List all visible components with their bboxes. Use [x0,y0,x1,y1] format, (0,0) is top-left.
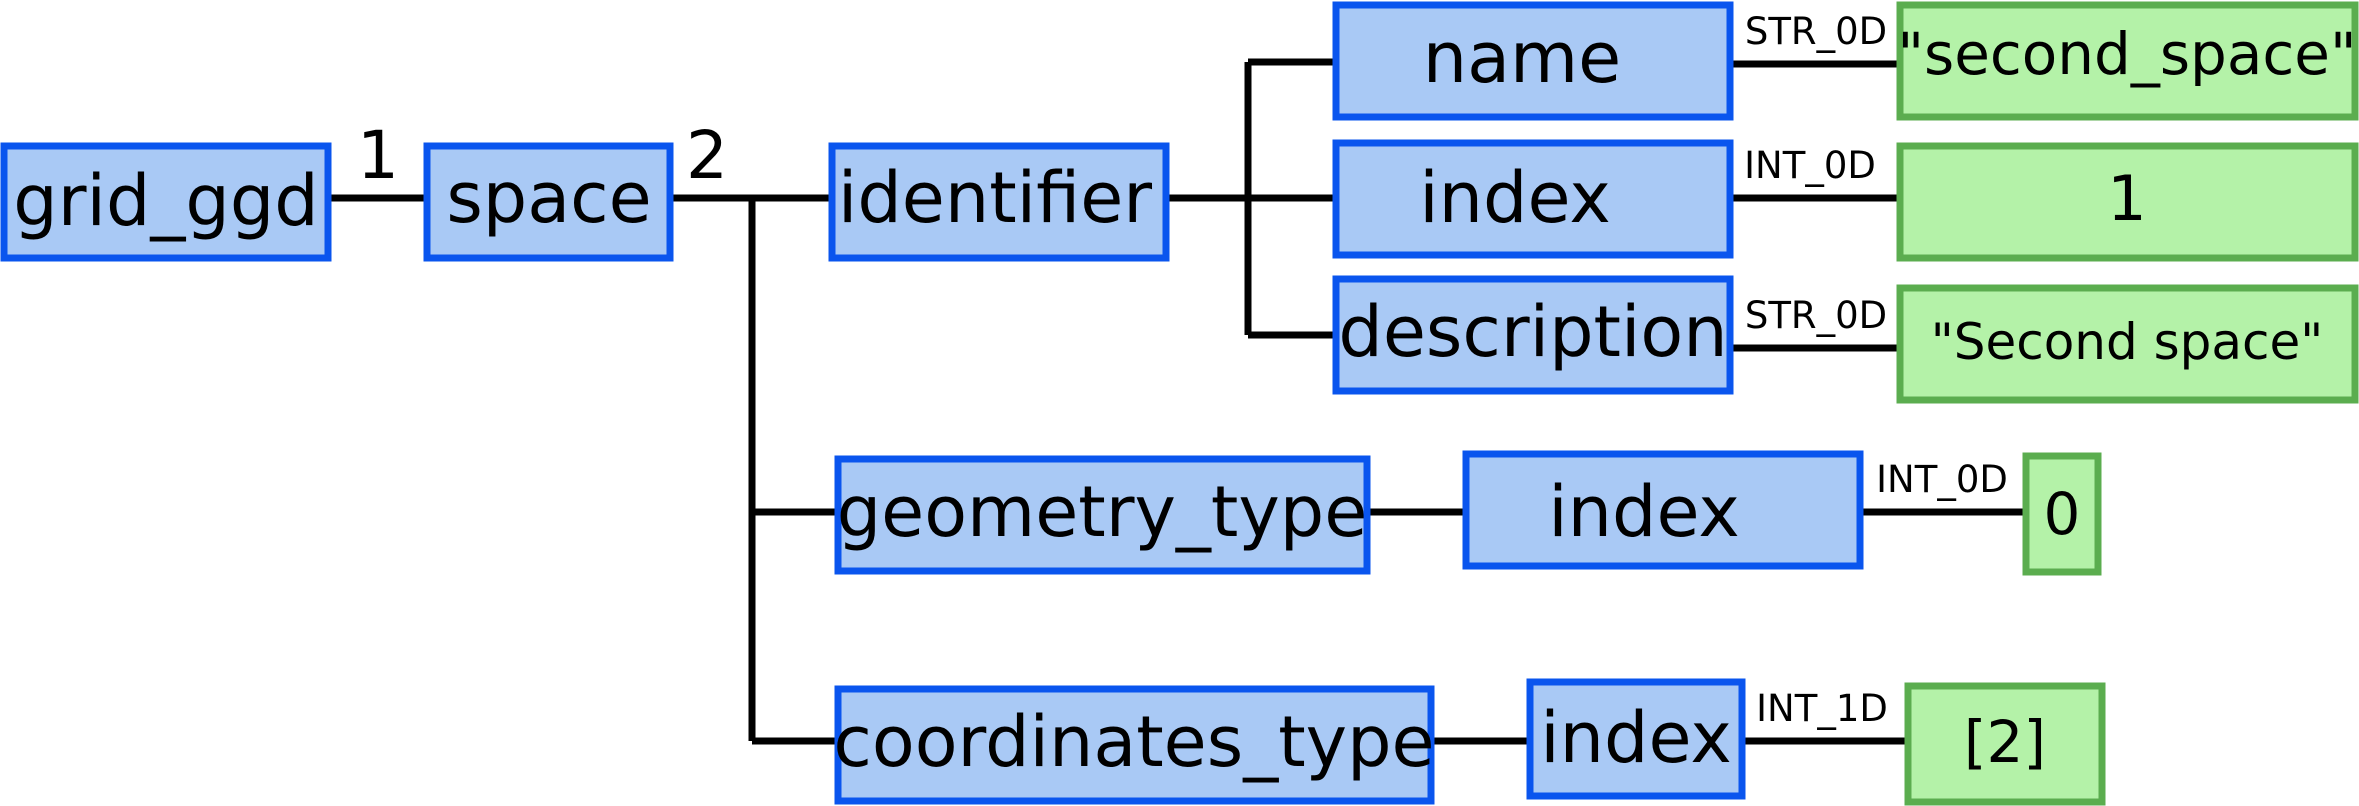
value-name: "second_space" [1896,1,2359,121]
value-coordinates-type-index: [2] [1904,682,2106,806]
value-identifier-index: 1 [1896,142,2359,262]
node-identifier: identifier [828,142,1170,262]
geometry-type-index-type-label: INT_0D [1876,458,2008,501]
node-grid-ggd-label: grid_ggd [13,160,318,242]
node-coordinates-type-index: index [1526,678,1746,800]
node-geometry-type-label: geometry_type [837,471,1368,553]
node-description: description [1332,275,1734,395]
name-type-label: STR_0D [1745,10,1887,53]
edge-labels: 1 2 STR_0D INT_0D STR_0D INT_0D INT_1D [357,10,2008,730]
space-children-cardinality-label: 2 [686,117,728,194]
node-geometry-type: geometry_type [834,455,1371,575]
node-geometry-type-index-label: index [1548,471,1740,553]
value-description-text: "Second space" [1931,313,2324,371]
grid-ggd-space-cardinality-label: 1 [357,117,399,194]
coordinates-type-index-type-label: INT_1D [1756,687,1888,730]
node-space: space [423,142,674,262]
value-coordinates-type-index-text: [2] [1964,708,2046,776]
node-grid-ggd: grid_ggd [0,142,332,262]
value-description: "Second space" [1896,284,2359,404]
node-identifier-index-label: index [1419,157,1611,239]
node-coordinates-type: coordinates_type [833,685,1435,805]
value-geometry-type-index: 0 [2022,452,2102,576]
connectors [328,58,2026,745]
node-geometry-type-index: index [1462,450,1864,570]
identifier-index-type-label: INT_0D [1744,144,1876,187]
value-identifier-index-text: 1 [2107,162,2146,235]
node-coordinates-type-index-label: index [1540,697,1732,779]
description-type-label: STR_0D [1745,294,1887,337]
node-description-label: description [1338,291,1727,373]
node-coordinates-type-label: coordinates_type [833,701,1434,783]
node-name-label: name [1423,17,1622,99]
value-geometry-type-index-text: 0 [2044,480,2081,548]
value-name-text: "second_space" [1897,20,2356,88]
node-identifier-label: identifier [838,157,1152,239]
node-space-label: space [446,157,651,239]
node-identifier-index: index [1332,139,1734,259]
node-name: name [1332,1,1734,121]
